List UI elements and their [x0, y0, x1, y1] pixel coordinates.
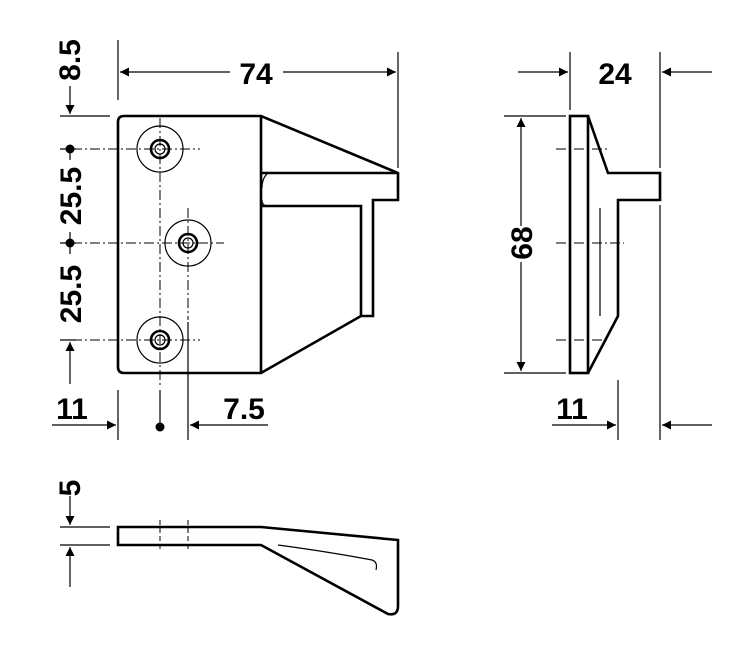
side-plate: [568, 114, 590, 375]
front-handle-inner: [259, 116, 398, 373]
dim-width-front-label: 74: [239, 58, 273, 91]
bottom-profile: [116, 525, 400, 616]
bottom-view: [60, 520, 400, 616]
dim-spacing-1-label: 25.5: [55, 167, 88, 225]
dim-edge-side-label: 11: [556, 393, 588, 426]
dim-spacing: 25.5 25.5: [55, 144, 88, 384]
side-view: [504, 52, 662, 440]
side-profile: [586, 115, 662, 374]
dim-edge-front-label: 11: [56, 393, 88, 426]
dim-hole-offset-label: 7.5: [223, 393, 265, 426]
dim-height-side-label: 68: [506, 226, 539, 259]
front-center-lines: [72, 118, 224, 385]
dim-top-offset-label: 8.5: [54, 39, 87, 81]
front-view: [60, 40, 400, 440]
dim-edge-side: 11: [552, 393, 712, 430]
dim-depth-side: 24: [518, 58, 712, 91]
dim-thickness-label: 5: [54, 480, 87, 497]
dim-width-front: 74: [120, 58, 396, 91]
dim-spacing-2-label: 25.5: [55, 265, 88, 323]
dim-edge-front: 11: [52, 393, 165, 432]
dim-depth-side-label: 24: [598, 58, 632, 91]
dim-thickness: 5: [54, 480, 87, 587]
dim-height-side: 68: [506, 118, 539, 371]
dim-top-offset: 8.5: [54, 39, 87, 114]
dim-hole-offset: 7.5: [190, 393, 268, 430]
front-plate-outline: [116, 114, 400, 375]
